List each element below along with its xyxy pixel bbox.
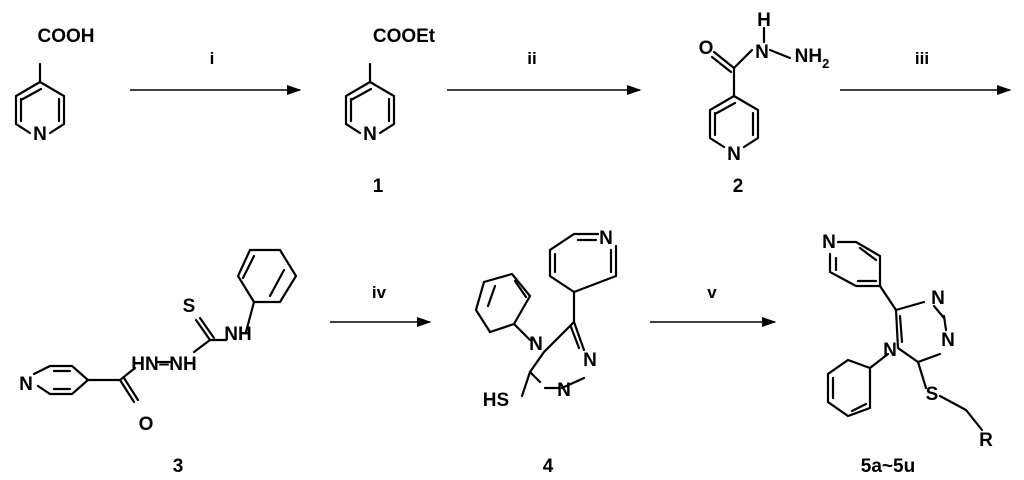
atom-label-cooh: COOH — [38, 26, 95, 47]
isonicotinic-acid-structure: N COOH — [14, 26, 95, 145]
compound-number-5a-5u: 5a~5u — [861, 456, 915, 477]
condition-label-iii: iii — [915, 49, 929, 68]
condition-label-iv: iv — [372, 283, 387, 302]
atom-label-cooet: COOEt — [373, 26, 436, 47]
atom-label-n: N — [557, 380, 571, 401]
atom-label-o: O — [699, 38, 714, 59]
atom-label-n: N — [599, 228, 613, 249]
compound-number-3: 3 — [173, 456, 184, 477]
atom-label-n: N — [19, 374, 33, 395]
reaction-arrow-v: v — [650, 283, 777, 328]
compound-1-structure: N COOEt 1 — [344, 26, 436, 197]
atom-label-n: N — [529, 334, 543, 355]
condition-label-ii: ii — [527, 49, 536, 68]
atom-label-n: N — [363, 124, 377, 145]
atom-label-n: N — [583, 350, 597, 371]
atom-label-n: N — [931, 288, 945, 309]
reaction-arrow-iii: iii — [840, 49, 1012, 96]
atom-label-nh: NH — [224, 324, 251, 345]
atom-label-n: N — [941, 330, 955, 351]
atom-label-s: S — [926, 384, 939, 405]
reaction-arrow-ii: ii — [447, 49, 642, 96]
atom-label-nh2: NH2 — [795, 46, 830, 71]
condition-label-v: v — [707, 283, 717, 302]
reaction-arrow-i: i — [130, 49, 302, 96]
atom-label-n: N — [727, 144, 741, 165]
atom-label-s: S — [183, 296, 196, 317]
atom-label-hs: HS — [483, 390, 509, 411]
atom-label-r: R — [979, 430, 993, 451]
atom-label-n: N — [883, 340, 897, 361]
atom-label-n: N — [33, 124, 47, 145]
atom-label-h: H — [757, 10, 771, 31]
compound-number-4: 4 — [543, 456, 554, 477]
atom-label-n: N — [822, 232, 836, 253]
compound-4-structure: N N N N HS 4 — [474, 228, 618, 477]
compound-number-1: 1 — [373, 176, 384, 197]
atom-label-n: N — [755, 42, 769, 63]
condition-label-i: i — [210, 49, 215, 68]
atom-label-hn-nh: HN–NH — [131, 354, 196, 375]
compound-3-structure: N O HN–NH S NH 3 — [19, 248, 298, 477]
compound-2-structure: O H N NH2 N 2 — [699, 10, 830, 197]
reaction-arrow-iv: iv — [330, 283, 432, 328]
compound-5-structure: N N N N S R 5a~5u — [822, 232, 993, 477]
atom-label-o: O — [139, 414, 154, 435]
compound-number-2: 2 — [733, 176, 744, 197]
